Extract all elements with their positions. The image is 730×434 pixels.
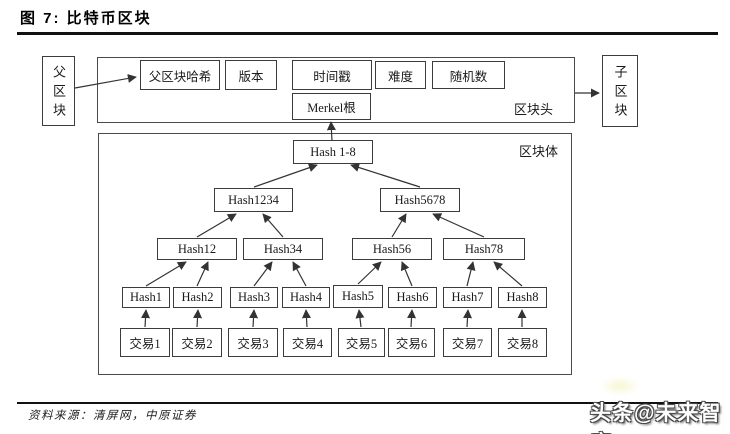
transaction-1-box: 交易1 <box>120 328 170 357</box>
block-body-label: 区块体 <box>518 144 558 159</box>
transaction-5-box: 交易5 <box>338 328 385 357</box>
field-nonce: 随机数 <box>432 61 505 89</box>
merkle-node-hash34: Hash34 <box>243 238 323 260</box>
merkle-leaf-hash3: Hash3 <box>230 287 278 308</box>
merkle-leaf-hash1: Hash1 <box>122 287 170 308</box>
transaction-8-box: 交易8 <box>498 328 547 357</box>
merkle-node-hash78: Hash78 <box>443 238 525 260</box>
watermark-text: 头条@未来智库 <box>590 402 722 434</box>
merkle-leaf-hash6: Hash6 <box>388 287 437 308</box>
merkle-node-hash12: Hash12 <box>157 238 237 260</box>
merkle-leaf-hash7: Hash7 <box>443 287 492 308</box>
transaction-2-box: 交易2 <box>172 328 222 357</box>
transaction-6-box: 交易6 <box>388 328 435 357</box>
merkle-root-hash-box: Hash 1-8 <box>293 140 373 164</box>
merkle-leaf-hash2: Hash2 <box>173 287 222 308</box>
transaction-7-box: 交易7 <box>443 328 492 357</box>
parent-block-box: 父区块 <box>42 56 75 126</box>
merkle-leaf-hash8: Hash8 <box>498 287 547 308</box>
watermark-glow <box>600 377 640 395</box>
merkle-leaf-hash4: Hash4 <box>282 287 330 308</box>
field-parent-hash: 父区块哈希 <box>140 60 220 90</box>
field-merkle-root: Merkel根 <box>292 93 371 120</box>
source-note: 资料来源：清屏网，中原证券 <box>28 410 197 422</box>
merkle-node-hash56: Hash56 <box>352 238 432 260</box>
merkle-node-hash1234: Hash1234 <box>214 188 293 212</box>
merkle-leaf-hash5: Hash5 <box>333 285 383 308</box>
child-block-box: 子区块 <box>602 55 638 127</box>
field-difficulty: 难度 <box>375 61 426 89</box>
footer-divider-rule <box>17 402 718 404</box>
transaction-4-box: 交易4 <box>283 328 332 357</box>
field-timestamp: 时间戳 <box>292 60 372 90</box>
title-divider-rule <box>17 32 718 35</box>
figure-title: 图 7: 比特币区块 <box>20 10 152 27</box>
block-header-label: 区块头 <box>513 102 553 117</box>
transaction-3-box: 交易3 <box>228 328 278 357</box>
field-version: 版本 <box>225 60 277 90</box>
merkle-node-hash5678: Hash5678 <box>380 188 460 212</box>
